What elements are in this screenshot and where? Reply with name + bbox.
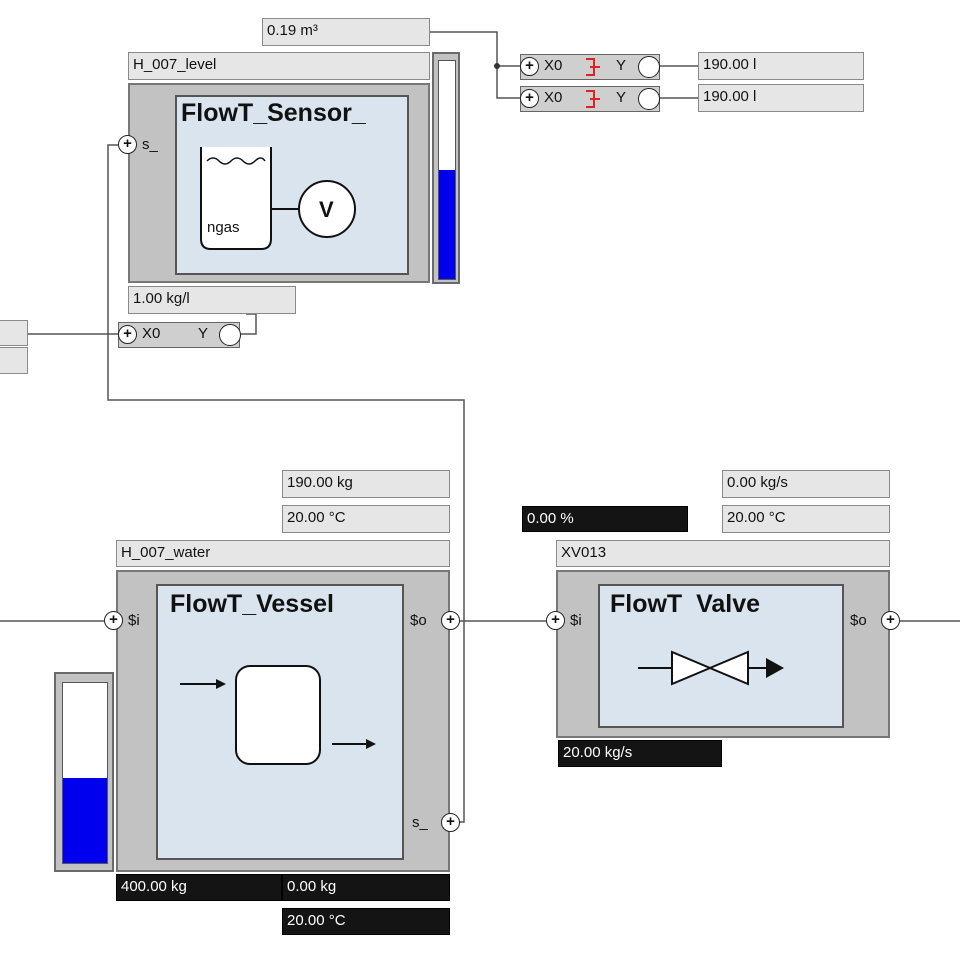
vessel-port-s-label: s_ — [412, 814, 428, 831]
sensor-block[interactable]: FlowT_Sensor_ ngas V — [128, 83, 430, 283]
vessel-port-out-label: $o — [410, 612, 427, 629]
vessel-temp-bottom[interactable]: 20.00 °C — [282, 908, 450, 935]
converter-3-in-port[interactable]: + — [118, 325, 137, 344]
valve-opening-field[interactable]: 0.00 % — [522, 506, 688, 532]
volume-meter-icon: V — [319, 197, 334, 222]
converter-1-out-label: Y — [616, 57, 627, 74]
converter-1-in-port[interactable]: + — [520, 57, 539, 76]
valve-port-out-label: $o — [850, 612, 867, 629]
converter-1-output[interactable]: 190.00 l — [698, 52, 864, 80]
vessel-temp-top[interactable]: 20.00 °C — [282, 505, 450, 533]
converter-2-out-label: Y — [616, 89, 627, 106]
fluid-label: ngas — [207, 219, 240, 236]
valve-inner-panel: FlowT Valve — [598, 584, 844, 728]
sensor-block-title: FlowT_Sensor_ — [181, 99, 366, 127]
vessel-gauge-track — [62, 682, 108, 864]
converter-3-in-label: X0 — [142, 325, 161, 342]
converter-2-mark-icon — [586, 90, 600, 108]
converter-1-mark-icon — [586, 58, 600, 76]
sensor-gauge-track — [438, 60, 456, 280]
vessel-port-s[interactable]: + — [441, 813, 460, 832]
converter-2-in-label: X0 — [544, 89, 563, 106]
sensor-level-gauge — [432, 52, 460, 284]
valve-temp-top[interactable]: 20.00 °C — [722, 505, 890, 533]
converter-1-in-label: X0 — [544, 57, 563, 74]
valve-symbol-icon — [638, 650, 784, 686]
vessel-level-gauge — [54, 672, 114, 872]
vessel-tag-label: H_007_water — [116, 540, 450, 567]
vessel-level-fill — [63, 778, 107, 863]
valve-flow-bottom[interactable]: 20.00 kg/s — [558, 740, 722, 767]
valve-port-out[interactable]: + — [881, 611, 900, 630]
sensor-port-s-label: s_ — [142, 136, 158, 153]
vessel-inner-panel: FlowT_Vessel — [156, 584, 404, 860]
converter-2-in-port[interactable]: + — [520, 89, 539, 108]
converter-3-out-label: Y — [198, 325, 209, 342]
vessel-block[interactable]: FlowT_Vessel — [116, 570, 450, 872]
valve-block[interactable]: FlowT Valve — [556, 570, 890, 738]
vessel-port-in-label: $i — [128, 612, 140, 629]
sensor-inner-panel: FlowT_Sensor_ ngas V — [175, 95, 409, 275]
valve-tag-label: XV013 — [556, 540, 890, 567]
vessel-mass-bottom[interactable]: 400.00 kg — [116, 874, 282, 901]
valve-port-in[interactable]: + — [546, 611, 565, 630]
valve-flow-top[interactable]: 0.00 kg/s — [722, 470, 890, 498]
density-field[interactable]: 1.00 kg/l — [128, 286, 296, 314]
sensor-level-fill — [439, 170, 455, 279]
vessel-port-out[interactable]: + — [441, 611, 460, 630]
volume-field[interactable]: 0.19 m³ — [262, 18, 430, 46]
sensor-tank-icon — [200, 147, 356, 250]
vessel-tank-icon — [180, 665, 376, 765]
sensor-tag-label: H_007_level — [128, 52, 430, 80]
vessel-mass-top[interactable]: 190.00 kg — [282, 470, 450, 498]
vessel-block-title: FlowT_Vessel — [170, 590, 334, 618]
sensor-port-s[interactable]: + — [118, 135, 137, 154]
vessel-mass-bottom-2[interactable]: 0.00 kg — [282, 874, 450, 901]
valve-port-in-label: $i — [570, 612, 582, 629]
valve-block-title: FlowT Valve — [610, 590, 761, 618]
converter-2-out-port[interactable] — [638, 88, 660, 110]
converter-2-output[interactable]: 190.00 l — [698, 84, 864, 112]
left-stub-box-1 — [0, 320, 28, 346]
converter-3-out-port[interactable] — [219, 324, 241, 346]
converter-1-out-port[interactable] — [638, 56, 660, 78]
left-stub-box-2 — [0, 347, 28, 374]
vessel-port-in[interactable]: + — [104, 611, 123, 630]
